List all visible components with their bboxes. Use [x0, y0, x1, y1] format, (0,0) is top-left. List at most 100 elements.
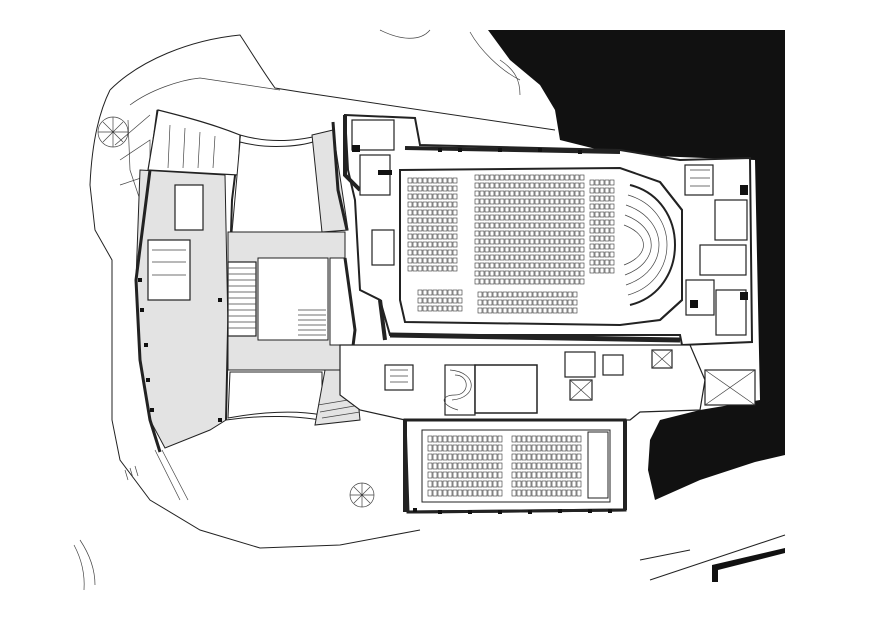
seat [526, 471, 532, 479]
seat [484, 246, 490, 253]
seat [544, 254, 550, 261]
seat [417, 257, 423, 264]
seat [452, 249, 458, 256]
seat [564, 246, 570, 253]
seat [407, 249, 413, 256]
column [458, 148, 462, 152]
seat [417, 201, 423, 208]
seat [556, 480, 562, 488]
column [218, 298, 222, 302]
seat [492, 435, 498, 443]
seat [551, 489, 557, 497]
seat [509, 238, 515, 245]
seat [556, 453, 562, 461]
seat [432, 471, 438, 479]
seat [541, 444, 547, 452]
seat [479, 246, 485, 253]
seat [494, 246, 500, 253]
seat [452, 435, 458, 443]
seat [511, 480, 517, 488]
seat [494, 230, 500, 237]
seat [489, 182, 495, 189]
seat [467, 444, 473, 452]
seat [412, 177, 418, 184]
seat [509, 206, 515, 213]
seat [509, 190, 515, 197]
seat [589, 211, 595, 218]
seat [544, 230, 550, 237]
seat [427, 177, 433, 184]
seat [604, 267, 610, 274]
seat [514, 182, 520, 189]
seat [579, 246, 585, 253]
seat [589, 203, 595, 210]
seat [554, 182, 560, 189]
seat [437, 241, 443, 248]
column [413, 508, 417, 512]
seat [442, 185, 448, 192]
seat [489, 206, 495, 213]
seat [477, 435, 483, 443]
seat [499, 214, 505, 221]
seat [519, 230, 525, 237]
column [468, 510, 472, 514]
seat [467, 471, 473, 479]
seat [447, 241, 453, 248]
column [578, 150, 582, 154]
seat [492, 480, 498, 488]
stage [623, 181, 683, 321]
seat [509, 174, 515, 181]
seat [492, 471, 498, 479]
seat [564, 238, 570, 245]
seat [529, 254, 535, 261]
seat [551, 480, 557, 488]
main-stair [227, 261, 326, 337]
seat [561, 462, 567, 470]
seat [521, 471, 527, 479]
seat [522, 291, 528, 298]
seat [572, 291, 578, 298]
seat [609, 227, 615, 234]
seat [576, 480, 582, 488]
seat [494, 238, 500, 245]
seat [524, 198, 530, 205]
seat [559, 214, 565, 221]
seat [524, 254, 530, 261]
seat [452, 201, 458, 208]
seat [554, 278, 560, 285]
seat [452, 297, 458, 304]
seat [407, 241, 413, 248]
seat [531, 462, 537, 470]
seat [437, 435, 443, 443]
seat [447, 177, 453, 184]
seat [509, 270, 515, 277]
seat [559, 206, 565, 213]
seat [512, 291, 518, 298]
seat [549, 214, 555, 221]
seat [554, 238, 560, 245]
seat [467, 435, 473, 443]
seat [517, 291, 523, 298]
seat [571, 480, 577, 488]
seat [432, 225, 438, 232]
seat [504, 198, 510, 205]
seat [551, 453, 557, 461]
seat [417, 233, 423, 240]
seat [554, 262, 560, 269]
seat [554, 254, 560, 261]
seat [457, 453, 463, 461]
seat [559, 278, 565, 285]
seat [589, 179, 595, 186]
seat [499, 206, 505, 213]
seat [482, 453, 488, 461]
seat [529, 174, 535, 181]
seat [447, 185, 453, 192]
seat [509, 254, 515, 261]
seat [561, 435, 567, 443]
seat [514, 262, 520, 269]
seat [447, 453, 453, 461]
seat [432, 489, 438, 497]
seat [574, 190, 580, 197]
seat [549, 270, 555, 277]
seat [499, 246, 505, 253]
